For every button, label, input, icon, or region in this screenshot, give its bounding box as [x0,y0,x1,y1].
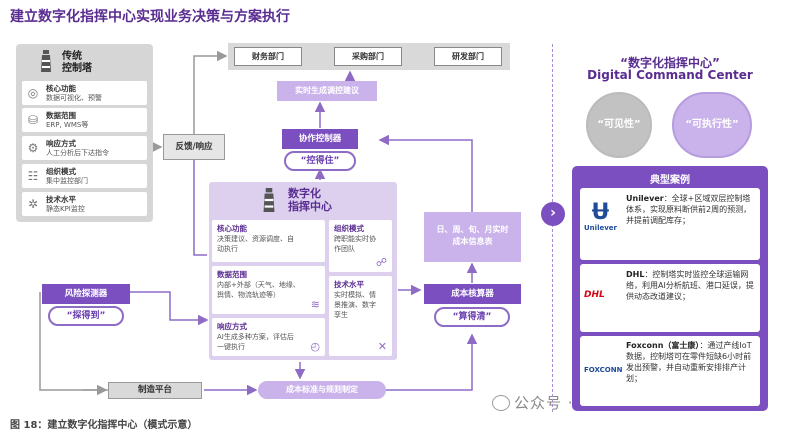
target-icon: ◎ [27,86,39,100]
tower-row-data: ⛁ 数据范围 ERP, WMS等 [22,108,147,132]
figure-caption: 图 18：建立数字化指挥中心（模式示意） [10,420,198,431]
coord-controller-box: 协作控制器 [282,129,358,149]
page-title: 建立数字化指挥中心实现业务决策与方案执行 [10,9,290,25]
response-icon: ⚙ [27,141,39,155]
lighthouse-icon [41,50,51,72]
executability-circle: “可执行性” [672,92,752,158]
tower-title: 传统 控制塔 [62,51,92,74]
tower-row-response: ⚙ 响应方式 人工分析后下达指令 [22,136,147,160]
tools-icon: ✕ [377,340,387,353]
risk-pill: “探得到” [48,306,124,326]
cost-info-box: 日、周、旬、月实时成本信息表 [424,212,521,262]
tower-row-core: ◎ 核心功能 数据可视化、预警 [22,81,147,105]
dept-rnd: 研发部门 [434,47,502,66]
coord-pill: “控得住” [284,151,356,171]
case-foxconn: FOXCONN Foxconn（富士康）：通过产线IoT数据，控制塔可在零件短缺… [580,336,760,406]
foxconn-logo: FOXCONN [584,366,623,374]
cost-standard-pill: 成本标准与规则制定 [258,381,386,399]
right-title-cn: “数字化指挥中心” [620,56,720,70]
tower-row-org: ☷ 组织模式 集中监控部门 [22,164,147,188]
unilever-logo: Ʉ Unilever [584,200,617,233]
feedback-box: 反馈/响应 [163,134,225,160]
center-title: 数字化 指挥中心 [288,187,332,213]
section-divider [552,44,553,412]
risk-detector-box: 风险探测器 [42,284,130,304]
visibility-circle: “可见性” [586,92,652,158]
realtime-suggestion-box: 实时生成调控建议 [277,81,377,101]
cost-pill: “算得清” [434,307,510,327]
case-dhl: DHL DHL：控制塔实时监控全球运输网络，利用AI分析航班、港口延误，提供动态… [580,264,760,332]
case-unilever: Ʉ Unilever Unilever：全球+区域双层控制塔体系，实现原料断供前… [580,188,760,260]
dept-finance: 财务部门 [234,47,302,66]
dept-procurement: 采购部门 [334,47,402,66]
center-data-scope: 数据范围 内部+外部（天气、地缘、舆情、物流轨迹等） ≋ [212,266,325,314]
layers-icon: ≋ [310,298,320,311]
compass-icon: ◴ [310,340,320,353]
center-tech-level: 技术水平 实时模拟、情景推演、数字孪生 ✕ [329,276,392,356]
manufacturing-platform-box: 制造平台 [108,382,202,399]
lighthouse-icon [263,188,275,212]
gear-icon: ✲ [27,197,39,211]
right-title-en: Digital Command Center [587,68,753,82]
center-org-model: 组织模式 跨职能实时协作团队 ☍ [329,220,392,272]
center-core-function: 核心功能 决策建议、资源调度、自动执行 [212,220,325,262]
center-response: 响应方式 AI生成多种方案，评估后一键执行 ◴ [212,318,325,356]
dhl-logo: DHL [584,290,605,300]
cost-calculator-box: 成本核算器 [424,284,521,304]
chevron-right-icon: › [541,202,565,226]
database-icon: ⛁ [27,113,39,127]
tower-row-tech: ✲ 技术水平 静态KPI监控 [22,192,147,216]
org-chart-icon: ☍ [375,256,387,269]
org-chart-icon: ☷ [27,169,39,183]
cases-title: 典型案例 [650,175,690,186]
wechat-icon [492,395,510,411]
